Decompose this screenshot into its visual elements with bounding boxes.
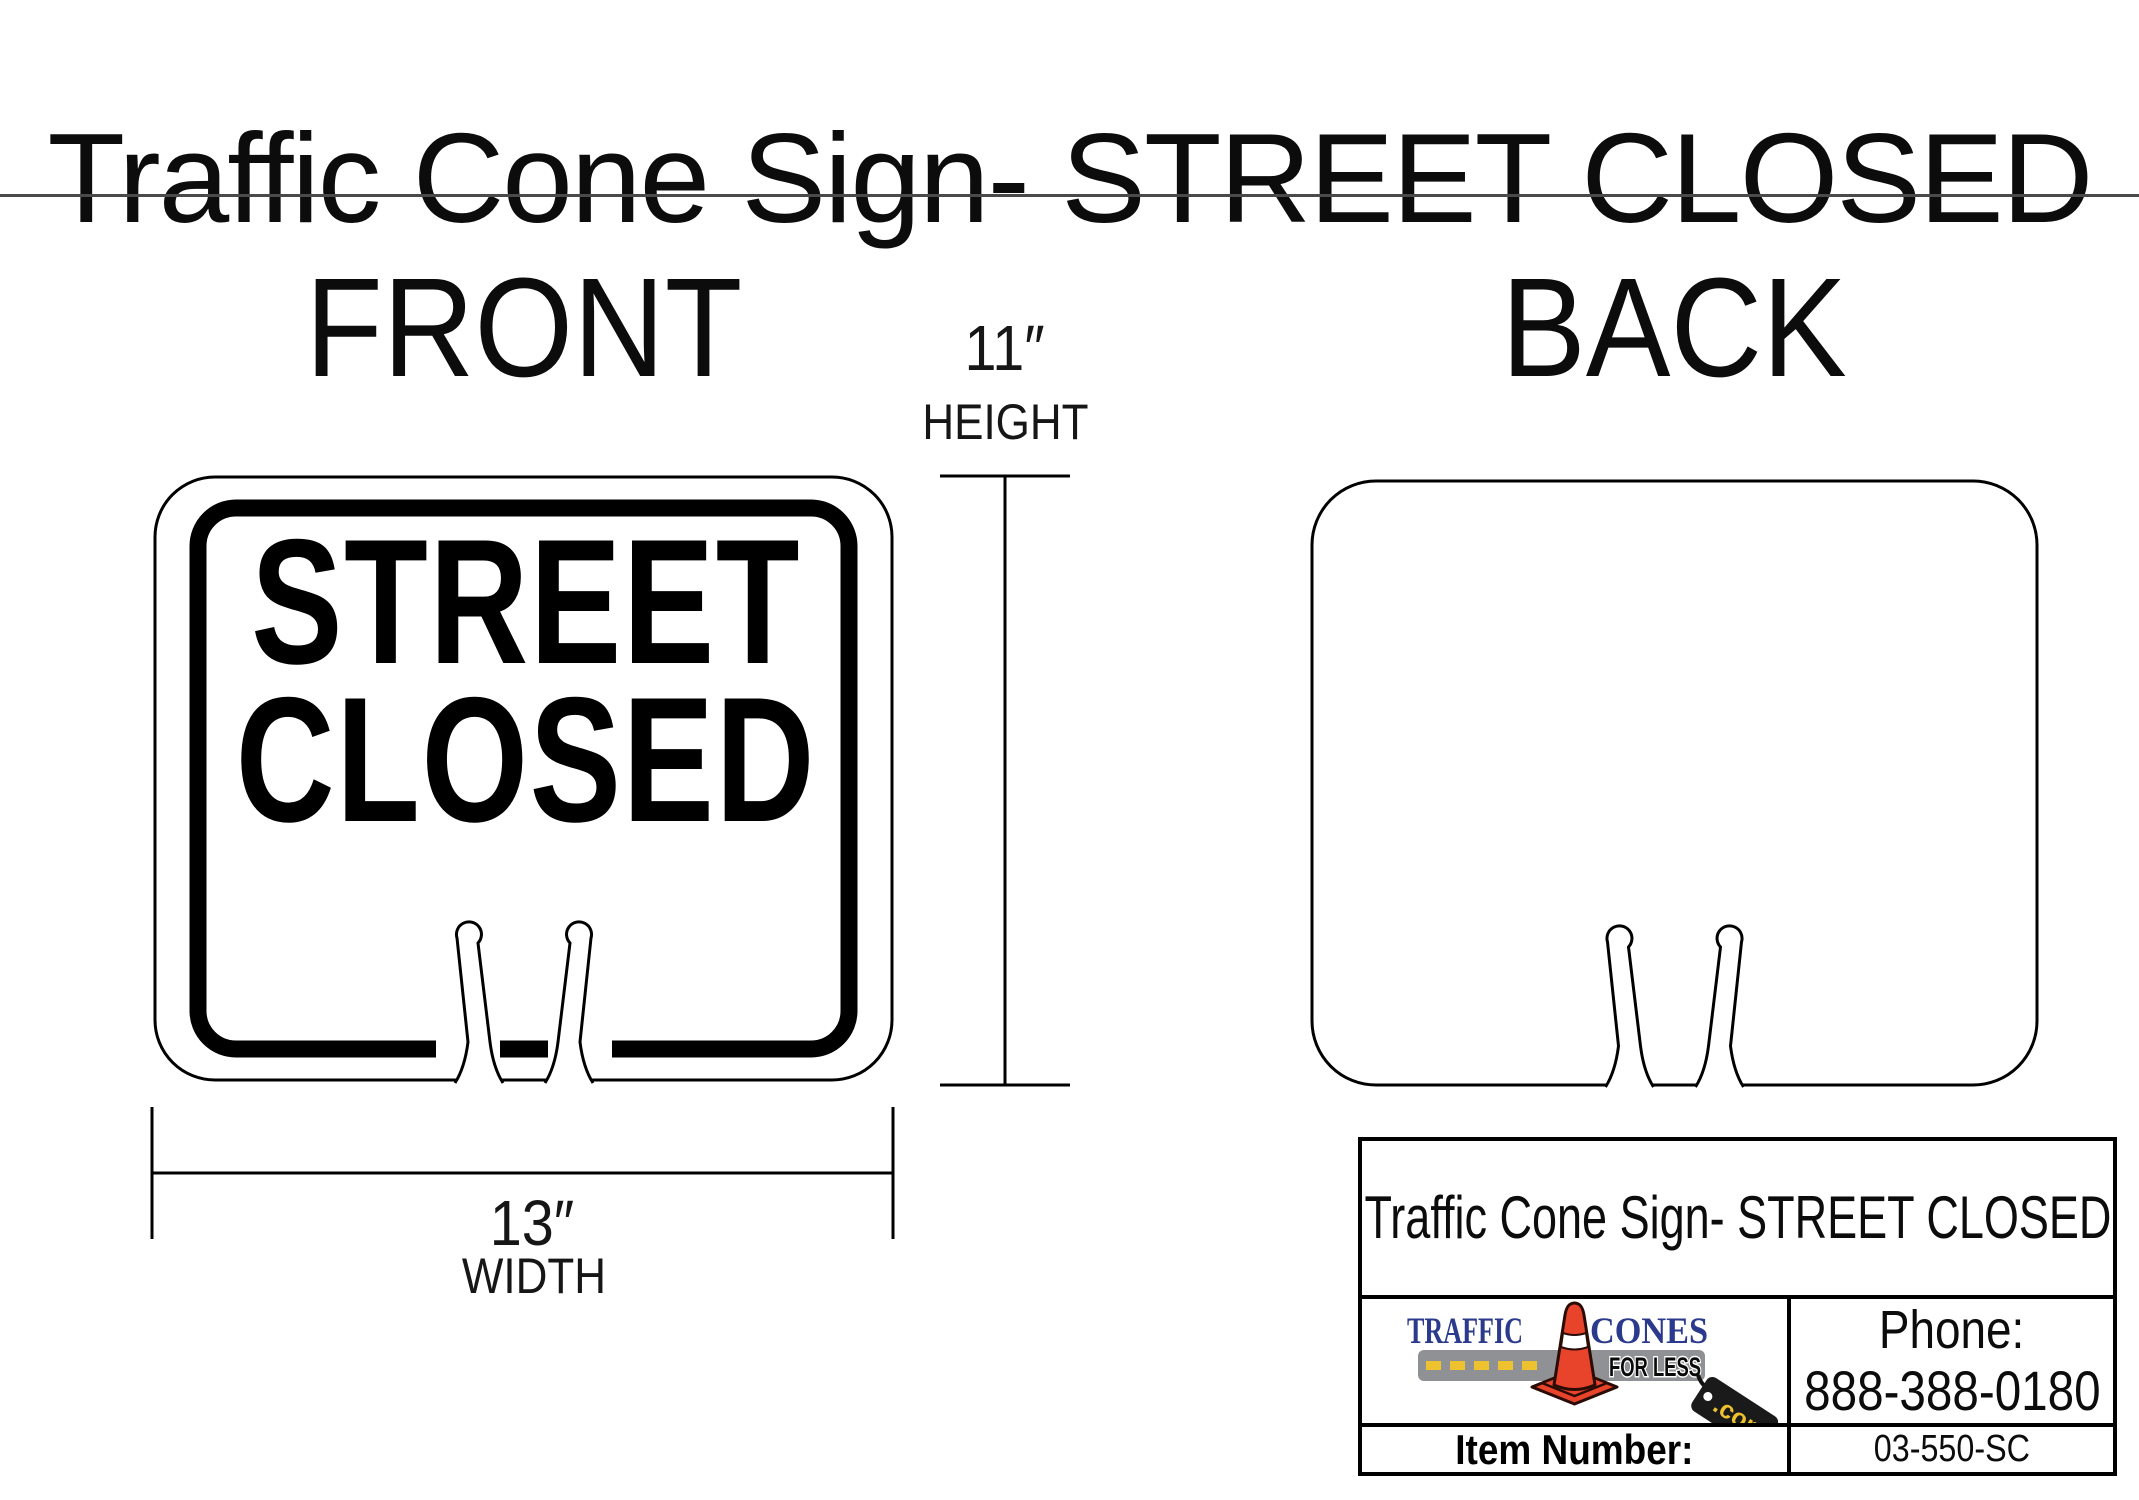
height-dimension-value-text: 11″ bbox=[964, 312, 1046, 384]
phone-label: Phone: bbox=[1866, 1300, 2037, 1360]
phone-number-text: 888-388-0180 bbox=[1803, 1359, 2101, 1422]
front-clip-slot-left bbox=[453, 920, 505, 1084]
front-section-label-text: FRONT bbox=[305, 248, 743, 406]
height-dimension-label-text: HEIGHT bbox=[921, 394, 1089, 450]
phone-cell: Phone: 888-388-0180 bbox=[1791, 1299, 2113, 1423]
product-title-row: Traffic Cone Sign- STREET CLOSED bbox=[1362, 1141, 2113, 1299]
traffic-cones-logo: TRAFFIC CONES FOR LESS bbox=[1407, 1301, 1779, 1423]
front-sign-printed-border bbox=[189, 499, 858, 1058]
traffic-cone-icon bbox=[1530, 1301, 1619, 1406]
phone-label-text: Phone: bbox=[1879, 1300, 2025, 1360]
front-sign-text-line1-inner: STREET bbox=[251, 502, 801, 701]
front-cone-clip-slots bbox=[453, 920, 595, 1084]
back-clip-slot-right bbox=[1694, 924, 1745, 1088]
height-dimension-label: HEIGHT bbox=[855, 397, 1155, 447]
logo-cell: TRAFFIC CONES FOR LESS bbox=[1362, 1299, 1791, 1423]
item-number-label-cell: Item Number: bbox=[1362, 1426, 1791, 1474]
width-dimension-value-text: 13″ bbox=[489, 1187, 575, 1259]
back-cone-clip-slots bbox=[1604, 924, 1745, 1088]
item-number-value-text: 03-550-SC bbox=[1873, 1428, 2031, 1470]
info-table: Traffic Cone Sign- STREET CLOSED TRAFFIC… bbox=[1358, 1137, 2117, 1476]
title-divider bbox=[0, 194, 2139, 197]
item-number-value: 03-550-SC bbox=[1860, 1428, 2044, 1471]
front-sign bbox=[153, 475, 894, 1084]
brand-word-traffic: TRAFFIC bbox=[1407, 1311, 1523, 1352]
height-dimension-line bbox=[940, 474, 1070, 1087]
front-section-label: FRONT bbox=[224, 257, 824, 398]
tagline-for-less: FOR LESS bbox=[1609, 1352, 1701, 1382]
front-sign-text-line1: STREET bbox=[126, 513, 926, 691]
width-dimension-label-text: WIDTH bbox=[461, 1248, 607, 1304]
back-section-label-text: BACK bbox=[1501, 248, 1847, 406]
back-section-label: BACK bbox=[1374, 257, 1974, 398]
logo-phone-row: TRAFFIC CONES FOR LESS bbox=[1362, 1299, 2113, 1427]
product-title: Traffic Cone Sign- STREET CLOSED bbox=[1240, 1188, 2139, 1248]
item-number-label: Item Number: bbox=[1439, 1426, 1710, 1474]
back-clip-slot-left bbox=[1604, 924, 1655, 1088]
page-title: Traffic Cone Sign- STREET CLOSED bbox=[47, 107, 2094, 250]
brand-word-cones: CONES bbox=[1590, 1311, 1708, 1352]
phone-number: 888-388-0180 bbox=[1778, 1360, 2127, 1422]
front-sign-plate bbox=[153, 475, 894, 1082]
front-sign-text-line2-inner: CLOSED bbox=[235, 660, 817, 859]
width-dimension-label: WIDTH bbox=[384, 1251, 684, 1301]
item-number-row: Item Number: 03-550-SC bbox=[1362, 1426, 2113, 1474]
front-sign-text-line2: CLOSED bbox=[126, 671, 926, 849]
item-number-value-cell: 03-550-SC bbox=[1791, 1427, 2113, 1472]
height-dimension-value: 11″ bbox=[855, 316, 1155, 380]
item-number-label-text: Item Number: bbox=[1455, 1425, 1694, 1473]
width-dimension-value: 13″ bbox=[382, 1191, 682, 1255]
width-dimension-line bbox=[150, 1107, 895, 1239]
front-clip-slot-right bbox=[543, 920, 595, 1084]
back-sign-plate bbox=[1310, 479, 2039, 1087]
back-sign bbox=[1310, 479, 2039, 1088]
tag-hole bbox=[1703, 1392, 1713, 1402]
product-title-text: Traffic Cone Sign- STREET CLOSED bbox=[1364, 1184, 2111, 1251]
